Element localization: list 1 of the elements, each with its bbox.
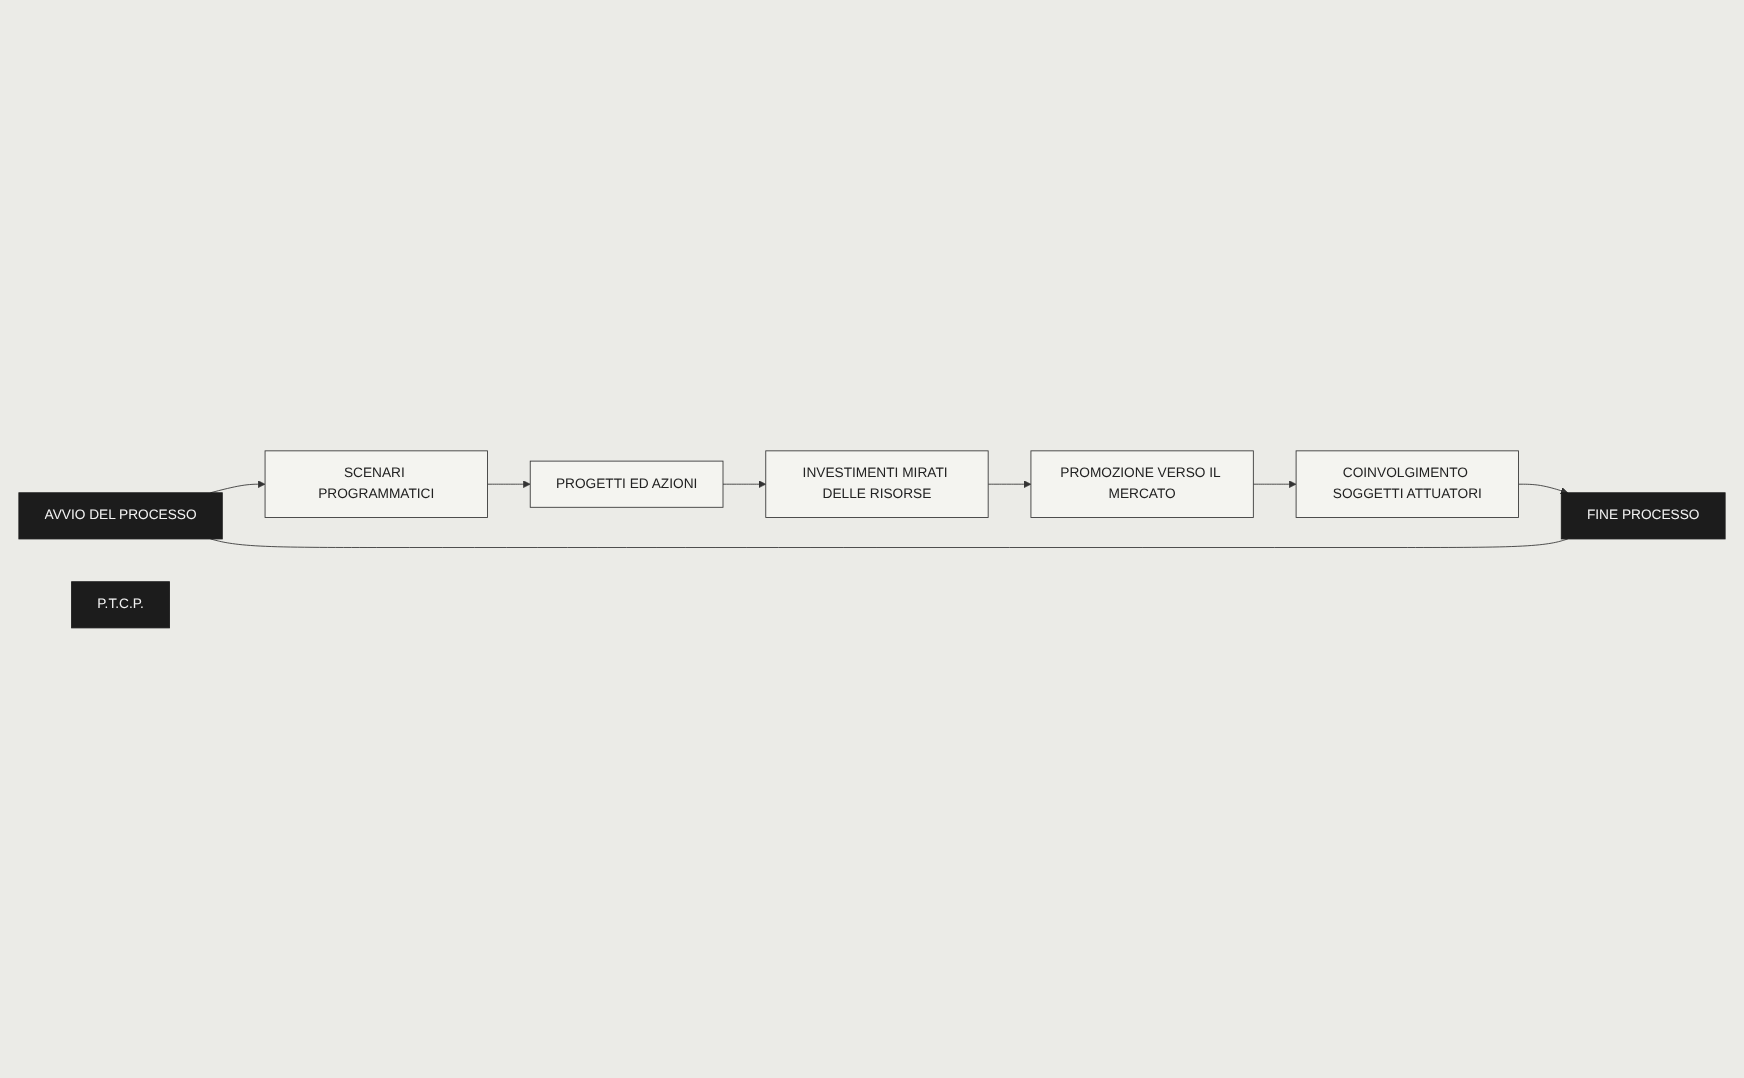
- connector: [209, 538, 1569, 548]
